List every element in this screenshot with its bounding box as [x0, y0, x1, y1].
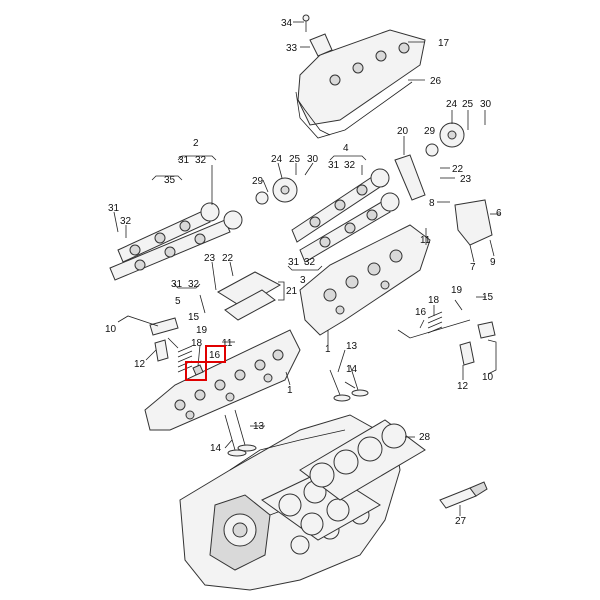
label-18: 18 — [428, 295, 440, 306]
label-14: 14 — [346, 364, 358, 375]
label-30: 30 — [307, 154, 319, 165]
label-1: 1 — [325, 344, 331, 355]
label-2: 2 — [193, 138, 199, 149]
label-14: 14 — [210, 443, 222, 454]
label-18: 18 — [191, 338, 203, 349]
label-17: 17 — [438, 38, 450, 49]
label-32: 32 — [120, 216, 132, 227]
label-26: 26 — [430, 76, 442, 87]
label-20: 20 — [397, 126, 409, 137]
rocker-arm-right — [477, 321, 496, 339]
label-4: 4 — [343, 143, 349, 154]
hydraulic-lifter-left — [154, 339, 169, 362]
valve-cover — [297, 29, 426, 136]
label-31: 31 — [178, 155, 190, 166]
label-27: 27 — [455, 516, 467, 527]
label-10: 10 — [482, 372, 494, 383]
label-1: 1 — [287, 385, 293, 396]
label-32: 32 — [344, 160, 356, 171]
label-24: 24 — [446, 99, 458, 110]
label-32: 32 — [188, 279, 200, 290]
cam-bearing-ladder — [217, 271, 282, 321]
valves-left — [224, 409, 257, 457]
label-12: 12 — [134, 359, 146, 370]
label-12: 12 — [457, 381, 469, 392]
valve-spring-right — [427, 311, 443, 334]
label-9: 9 — [490, 257, 496, 268]
label-15: 15 — [482, 292, 494, 303]
label-19: 19 — [196, 325, 208, 336]
label-31: 31 — [108, 203, 120, 214]
ignition-coil — [309, 33, 333, 57]
timing-chain-guide — [394, 154, 426, 201]
valve-cover-gasket — [295, 81, 413, 139]
label-31: 31 — [171, 279, 183, 290]
callout-labels: 34 33 17 26 24 25 30 20 29 22 23 8 6 11 … — [105, 18, 502, 527]
chain-tensioner — [454, 199, 493, 246]
label-3: 3 — [300, 275, 306, 286]
label-33: 33 — [286, 43, 298, 54]
valves-right — [329, 364, 369, 402]
label-22: 22 — [222, 253, 234, 264]
label-13: 13 — [346, 341, 358, 352]
leader-lines — [113, 21, 500, 516]
label-16: 16 — [209, 350, 221, 361]
highlight-box-part — [185, 361, 207, 381]
label-25: 25 — [462, 99, 474, 110]
camshaft-left-lower — [109, 210, 243, 281]
cam-sprocket-mid — [255, 177, 298, 205]
label-32: 32 — [304, 257, 316, 268]
camshaft-right-upper — [291, 168, 390, 243]
label-5: 5 — [175, 296, 181, 307]
label-8: 8 — [429, 198, 435, 209]
label-15: 15 — [188, 312, 200, 323]
label-6: 6 — [496, 208, 502, 219]
label-10: 10 — [105, 324, 117, 335]
rocker-arm-left — [149, 317, 179, 336]
label-28: 28 — [419, 432, 431, 443]
label-32: 32 — [195, 155, 207, 166]
valve-spring-left — [177, 345, 193, 373]
highlight-box-label-16 — [205, 345, 226, 363]
label-16: 16 — [415, 307, 427, 318]
label-11: 11 — [222, 338, 233, 349]
cylinder-head-left — [144, 329, 301, 431]
camshaft-right-lower — [299, 192, 400, 263]
label-21: 21 — [286, 286, 298, 297]
head-gasket-right — [299, 419, 426, 501]
label-30: 30 — [480, 99, 492, 110]
label-34: 34 — [281, 18, 293, 29]
label-11: 11 — [420, 235, 431, 246]
label-7: 7 — [470, 262, 476, 273]
label-29: 29 — [252, 176, 264, 187]
camshaft-left-upper — [117, 202, 220, 263]
label-35: 35 — [164, 175, 176, 186]
valve-keeper-highlighted — [192, 364, 204, 376]
cylinder-head-right — [299, 224, 431, 336]
label-25: 25 — [289, 154, 301, 165]
label-24: 24 — [271, 154, 283, 165]
label-23: 23 — [204, 253, 216, 264]
sealant-tube — [439, 481, 488, 509]
label-29: 29 — [424, 126, 436, 137]
label-13: 13 — [253, 421, 265, 432]
label-31: 31 — [328, 160, 340, 171]
label-23: 23 — [460, 174, 472, 185]
label-22: 22 — [452, 164, 464, 175]
highlight-boxes — [185, 345, 226, 381]
label-19: 19 — [451, 285, 463, 296]
label-31: 31 — [288, 257, 300, 268]
hydraulic-lifter-right — [459, 341, 475, 366]
coil-bolt — [302, 14, 310, 32]
